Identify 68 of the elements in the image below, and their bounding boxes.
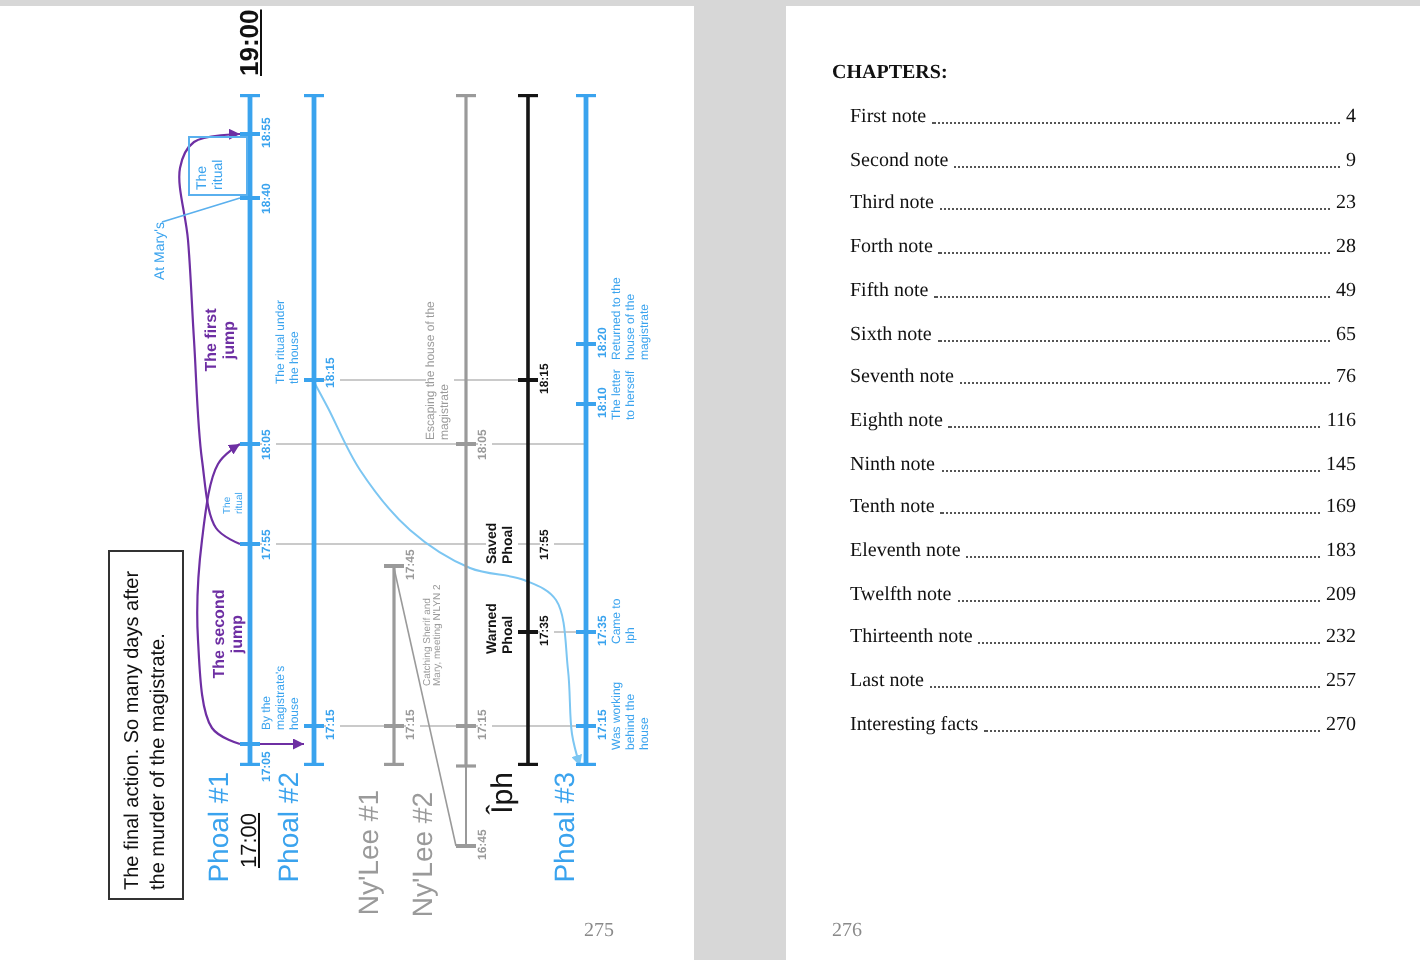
tick-mark	[384, 564, 404, 568]
toc-heading: CHAPTERS:	[832, 62, 948, 86]
tick-mark	[456, 442, 476, 446]
page-ref: 4	[1346, 106, 1356, 130]
page-ref: 183	[1326, 540, 1356, 564]
lane-label: Phoal #2	[272, 772, 306, 887]
page-ref: 116	[1326, 409, 1356, 434]
time-label: 19:00	[234, 9, 264, 76]
chapter-title: Sixth note	[850, 323, 932, 347]
page-ref: 209	[1326, 583, 1356, 608]
page-ref: 169	[1326, 496, 1356, 521]
tick-mark	[240, 742, 260, 746]
chapter-title: Third note	[850, 192, 934, 217]
tick-mark	[304, 724, 324, 728]
chapter-title: Fifth note	[850, 279, 929, 304]
chapter-title: Seventh note	[850, 366, 954, 391]
event-box	[188, 136, 248, 196]
chapter-title: Second note	[850, 149, 949, 174]
chapter-title: Thirteenth note	[850, 626, 973, 651]
page-ref: 49	[1336, 279, 1356, 304]
page-ref: 28	[1336, 236, 1356, 261]
jump-arrow	[178, 128, 241, 545]
page-number: 275	[584, 920, 614, 944]
chapter-title: First note	[850, 106, 927, 130]
page-number: 276	[832, 920, 862, 944]
caption-box	[108, 550, 184, 900]
tick-mark	[240, 542, 260, 546]
tick-mark	[240, 196, 260, 200]
chapter-title: Ninth note	[850, 453, 935, 478]
tick-mark	[576, 630, 596, 634]
lane-label: Ny'Lee #1	[352, 790, 386, 920]
arrow	[260, 738, 304, 750]
tick-mark	[576, 342, 596, 346]
page-ref: 9	[1346, 149, 1356, 174]
caption-text: The final action. So many days after the murder of the magistrate.	[120, 568, 172, 890]
tick-mark	[384, 724, 404, 728]
jump-arrow	[196, 443, 241, 746]
edge-label: The second jump	[212, 584, 247, 684]
chapter-title: Twelfth note	[850, 583, 952, 608]
tick-mark	[240, 132, 260, 136]
page-ref: 232	[1326, 626, 1356, 651]
tick-mark	[518, 630, 538, 634]
chapter-title: Last note	[850, 670, 924, 695]
chapter-title: Eleventh note	[850, 540, 961, 564]
tick-mark	[456, 724, 476, 728]
tick-mark	[576, 724, 596, 728]
tick-mark	[576, 402, 596, 406]
tick-mark	[304, 378, 324, 382]
lane-label: Îph	[486, 772, 520, 819]
leader-line	[161, 197, 241, 223]
tick-mark	[240, 442, 260, 446]
lane-label: Phoal #1	[202, 772, 236, 887]
tick-mark	[456, 844, 476, 848]
tick-mark	[518, 378, 538, 382]
page-ref: 76	[1336, 366, 1356, 391]
page-ref: 270	[1326, 713, 1356, 738]
time-label: 17:00	[238, 812, 264, 868]
chapter-title: Forth note	[850, 236, 933, 261]
curved-arrow	[313, 381, 582, 767]
page-ref: 145	[1326, 453, 1356, 478]
chapter-title: Eighth note	[850, 409, 943, 434]
lane-label: Ny'Lee #2	[406, 792, 440, 922]
page-ref: 23	[1336, 192, 1356, 217]
chapter-title: Tenth note	[850, 496, 935, 521]
page-ref: 257	[1326, 670, 1356, 695]
chapter-title: Interesting facts	[850, 713, 979, 738]
lane-label: Phoal #3	[548, 772, 582, 887]
page-ref: 65	[1336, 323, 1356, 347]
